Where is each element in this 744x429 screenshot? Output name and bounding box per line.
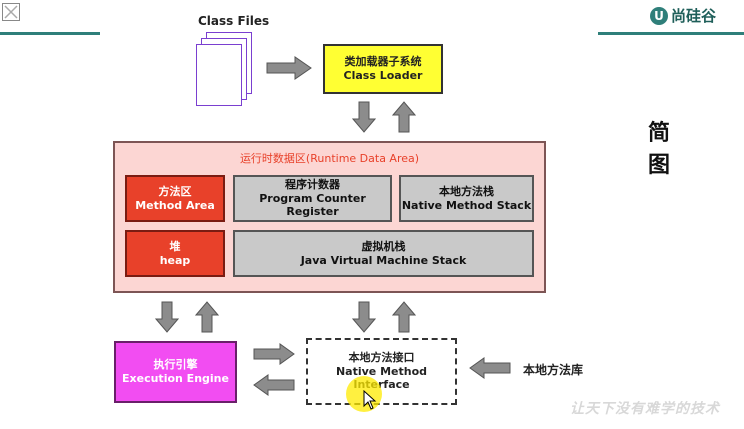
- arrow-right-icon: [252, 343, 296, 365]
- class-loader-cn: 类加载器子系统: [344, 55, 422, 69]
- watermark-text: 让天下没有难学的技术: [570, 401, 720, 417]
- method-area-cn: 方法区: [158, 184, 192, 198]
- side-title-line1: 简: [648, 121, 671, 146]
- native-library-label: 本地方法库: [523, 363, 584, 377]
- class-loader-box: 类加载器子系统 Class Loader: [323, 44, 443, 94]
- class-files-label: Class Files: [198, 14, 270, 28]
- heap-box: 堆 heap: [125, 230, 225, 277]
- native-interface-cn: 本地方法接口: [348, 350, 415, 364]
- logo-text: 尚硅谷: [671, 7, 717, 25]
- arrow-up-icon: [392, 101, 416, 133]
- arrow-up-icon: [392, 301, 416, 333]
- logo-mark-icon: U: [650, 6, 668, 25]
- class-loader-en: Class Loader: [343, 69, 423, 82]
- top-right-divider: [598, 32, 744, 35]
- arrow-down-icon: [352, 101, 376, 133]
- native-method-stack-en: Native Method Stack: [401, 198, 532, 212]
- execution-engine-en: Execution Engine: [122, 372, 229, 385]
- heap-cn: 堆: [169, 239, 181, 253]
- arrow-up-icon: [195, 301, 219, 333]
- arrow-left-icon: [252, 374, 296, 396]
- execution-engine-cn: 执行引擎: [153, 358, 198, 372]
- jvm-stack-box: 虚拟机栈 Java Virtual Machine Stack: [233, 230, 534, 277]
- side-title-line2: 图: [648, 153, 671, 178]
- native-interface-en: Native Method: [335, 364, 428, 378]
- arrow-right-icon: [265, 56, 313, 80]
- method-area-en: Method Area: [135, 198, 215, 212]
- mouse-pointer-icon: [363, 389, 377, 414]
- method-area-box: 方法区 Method Area: [125, 175, 225, 222]
- native-method-stack-box: 本地方法栈 Native Method Stack: [399, 175, 534, 222]
- arrow-left-icon: [468, 357, 512, 379]
- runtime-data-area-title: 运行时数据区(Runtime Data Area): [239, 152, 420, 165]
- heap-en: heap: [159, 253, 191, 267]
- corner-mark-icon: [2, 3, 20, 21]
- pc-register-box: 程序计数器 Program Counter Register: [233, 175, 392, 222]
- top-left-divider: [0, 32, 100, 35]
- jvm-stack-cn: 虚拟机栈: [361, 239, 406, 253]
- jvm-stack-en: Java Virtual Machine Stack: [300, 253, 467, 267]
- pc-register-cn: 程序计数器: [285, 177, 340, 191]
- side-title: 简 图: [648, 118, 670, 182]
- execution-engine-box: 执行引擎 Execution Engine: [114, 341, 237, 403]
- pc-register-en: Program Counter Register: [259, 191, 366, 219]
- class-files-icon: [190, 32, 260, 112]
- logo: U 尚硅谷: [650, 5, 716, 26]
- native-method-stack-cn: 本地方法栈: [439, 184, 494, 198]
- arrow-down-icon: [155, 301, 179, 333]
- arrow-down-icon: [352, 301, 376, 333]
